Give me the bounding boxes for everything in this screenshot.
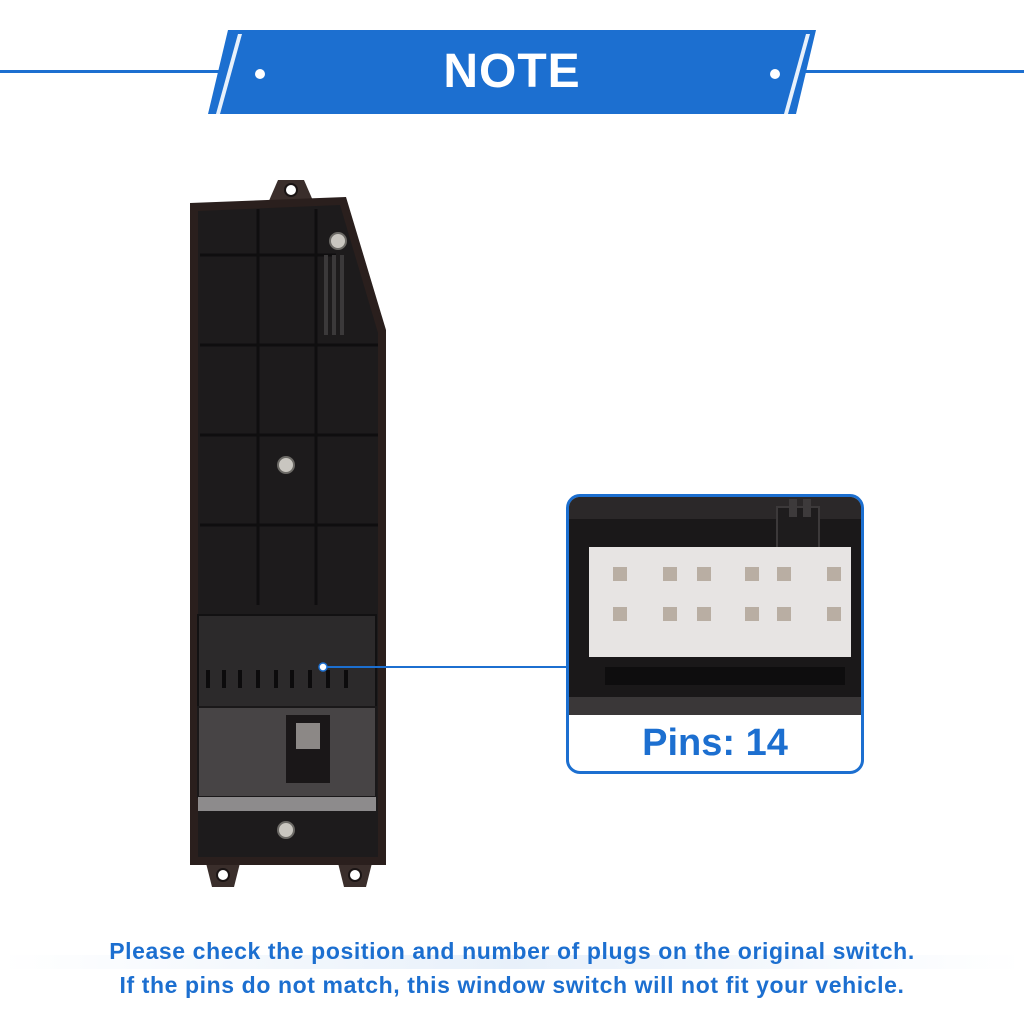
pins-inset: Pins: 14 — [566, 494, 864, 774]
banner-title: NOTE — [443, 45, 581, 98]
note-divider — [0, 955, 1024, 969]
connector-closeup-image — [569, 497, 861, 715]
note-banner: NOTE — [208, 30, 816, 114]
note-line-1: Please check the position and number of … — [109, 938, 915, 964]
note-line-2: If the pins do not match, this window sw… — [119, 972, 905, 998]
window-switch-image — [190, 180, 386, 887]
pins-count-label: Pins: 14 — [642, 722, 788, 764]
banner-line-right — [800, 70, 1024, 73]
banner-line-left — [0, 70, 250, 73]
